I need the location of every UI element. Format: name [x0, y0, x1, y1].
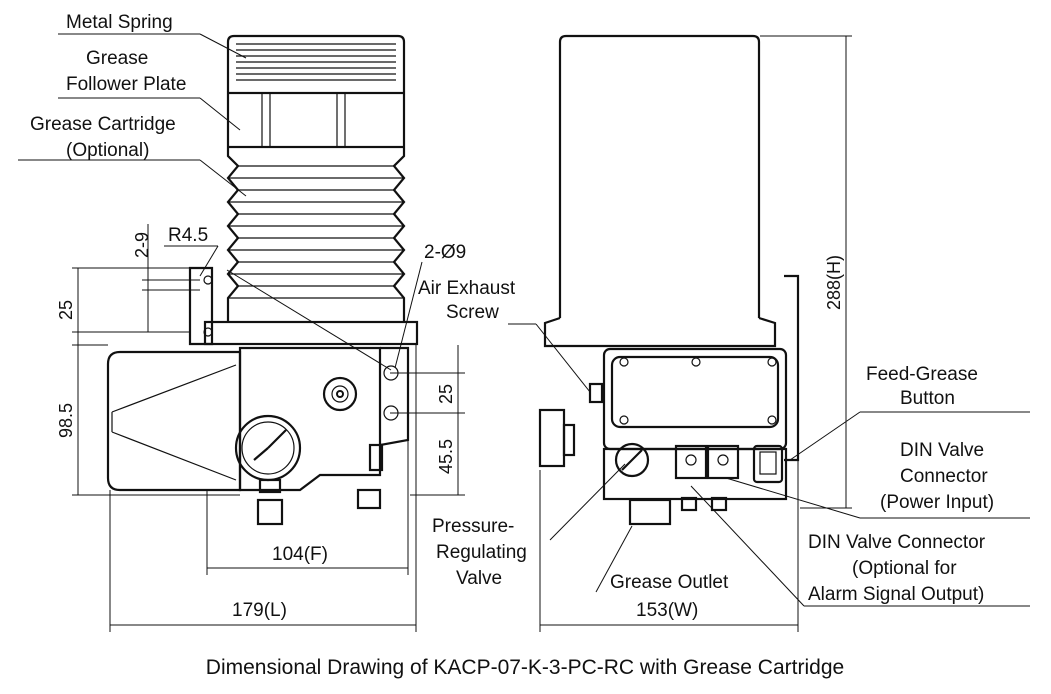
label-dim-45-5: 45.5: [436, 439, 456, 474]
label-din-power-2: Connector: [900, 466, 988, 487]
label-cartridge-2: (Optional): [66, 140, 149, 161]
pressure-regulating-valve: [614, 442, 650, 478]
label-holes: 2-Ø9: [424, 242, 466, 263]
label-follower-plate-1: Grease: [86, 48, 148, 69]
label-pressure-3: Valve: [456, 568, 502, 589]
base-plate: [203, 320, 419, 346]
front-view: [538, 34, 800, 526]
label-grease-outlet: Grease Outlet: [610, 572, 729, 593]
reservoir: [558, 34, 761, 318]
cartridge-top: [226, 34, 406, 92]
control-box: [602, 347, 788, 451]
label-air-exhaust-2: Screw: [446, 302, 499, 323]
label-din-alarm-1: DIN Valve Connector: [808, 532, 986, 553]
label-metal-spring: Metal Spring: [66, 12, 173, 33]
label-din-power-1: DIN Valve: [900, 440, 984, 461]
mounting-bracket: [188, 266, 214, 346]
label-din-power-3: (Power Input): [880, 492, 994, 513]
label-dim-25-right: 25: [436, 384, 456, 404]
drawing-caption: Dimensional Drawing of KACP-07-K-3-PC-RC…: [206, 656, 844, 679]
label-dim-288: 288(H): [824, 255, 844, 310]
grease-outlet-fitting: [256, 498, 284, 526]
din-connector-power: [706, 444, 740, 480]
label-cartridge-1: Grease Cartridge: [30, 114, 176, 135]
label-r45: R4.5: [168, 225, 208, 246]
label-dim-104: 104(F): [272, 544, 328, 565]
cartridge-bellows: [226, 148, 406, 322]
label-pressure-2: Regulating: [436, 542, 527, 563]
label-dim-25-left: 25: [56, 300, 76, 320]
leader-lines: [18, 33, 1030, 607]
metal-spring-lines: [236, 43, 396, 81]
labels: Metal Spring Grease Follower Plate Greas…: [30, 12, 994, 621]
din-connector-alarm: [674, 444, 708, 480]
label-feed-button-2: Button: [900, 388, 955, 409]
front-bracket: [784, 274, 800, 462]
label-din-alarm-2: (Optional for: [852, 558, 957, 579]
label-follower-plate-2: Follower Plate: [66, 74, 186, 95]
label-dim-98-5: 98.5: [56, 403, 76, 438]
feed-grease-button: [752, 444, 784, 484]
follower-plate: [226, 91, 406, 149]
flange: [379, 346, 410, 447]
label-air-exhaust-1: Air Exhaust: [418, 278, 516, 299]
motor-housing: [106, 350, 242, 492]
label-dim-179: 179(L): [232, 600, 287, 621]
dimension-lines: [72, 35, 852, 632]
pump-body: [238, 346, 382, 492]
label-dim-153: 153(W): [636, 600, 698, 621]
label-dim-2-9: 2-9: [132, 232, 152, 258]
label-pressure-1: Pressure-: [432, 516, 514, 537]
label-din-alarm-3: Alarm Signal Output): [808, 584, 984, 605]
label-feed-button-1: Feed-Grease: [866, 364, 978, 385]
